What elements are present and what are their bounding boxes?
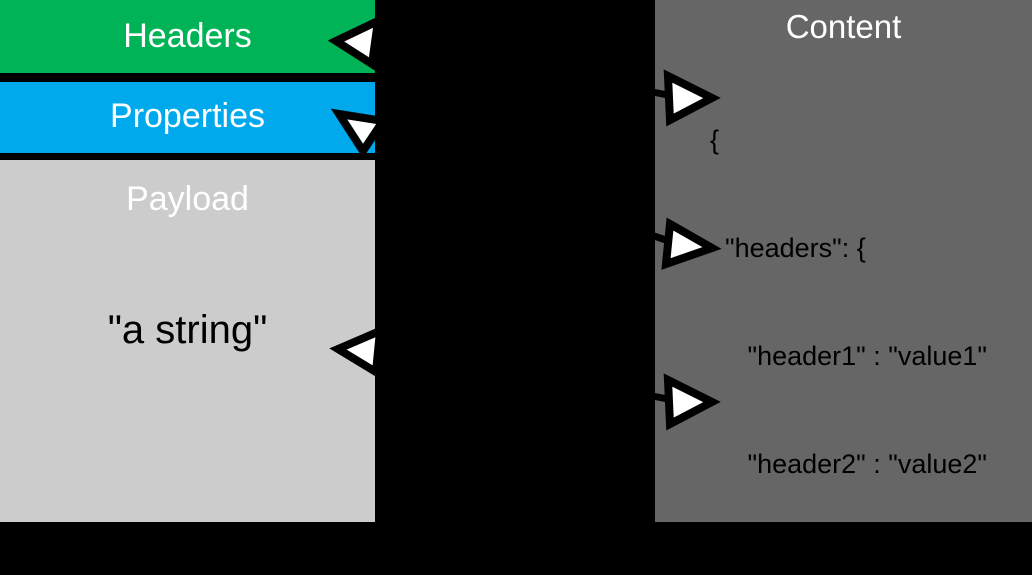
content-properties-arrow-icon — [640, 217, 722, 276]
block-payload-label: Payload — [126, 180, 249, 218]
json-line: }, — [710, 557, 742, 575]
payload-arrow-icon — [329, 322, 394, 380]
properties-arrow-icon — [330, 95, 395, 159]
content-panel: Content { "headers": { "header1" : "valu… — [655, 0, 1032, 575]
content-json-block: { "headers": { "header1" : "value1" "hea… — [710, 50, 987, 575]
headers-arrow-icon — [327, 12, 392, 71]
content-headers-arrow-icon — [641, 68, 721, 127]
json-line: "headers": { — [710, 233, 866, 263]
content-text-arrow-icon — [641, 372, 721, 431]
json-line: "header2" : "value2" — [710, 449, 988, 479]
json-line: { — [710, 125, 720, 155]
json-line: "header1" : "value1" — [710, 341, 988, 371]
block-headers: Headers — [0, 0, 375, 73]
block-headers-label: Headers — [123, 17, 252, 55]
block-properties-label: Properties — [110, 97, 265, 135]
block-payload: Payload "a string" — [0, 160, 375, 522]
block-properties: Properties — [0, 82, 375, 153]
content-panel-title: Content — [785, 8, 902, 45]
payload-string-value: "a string" — [107, 308, 268, 352]
